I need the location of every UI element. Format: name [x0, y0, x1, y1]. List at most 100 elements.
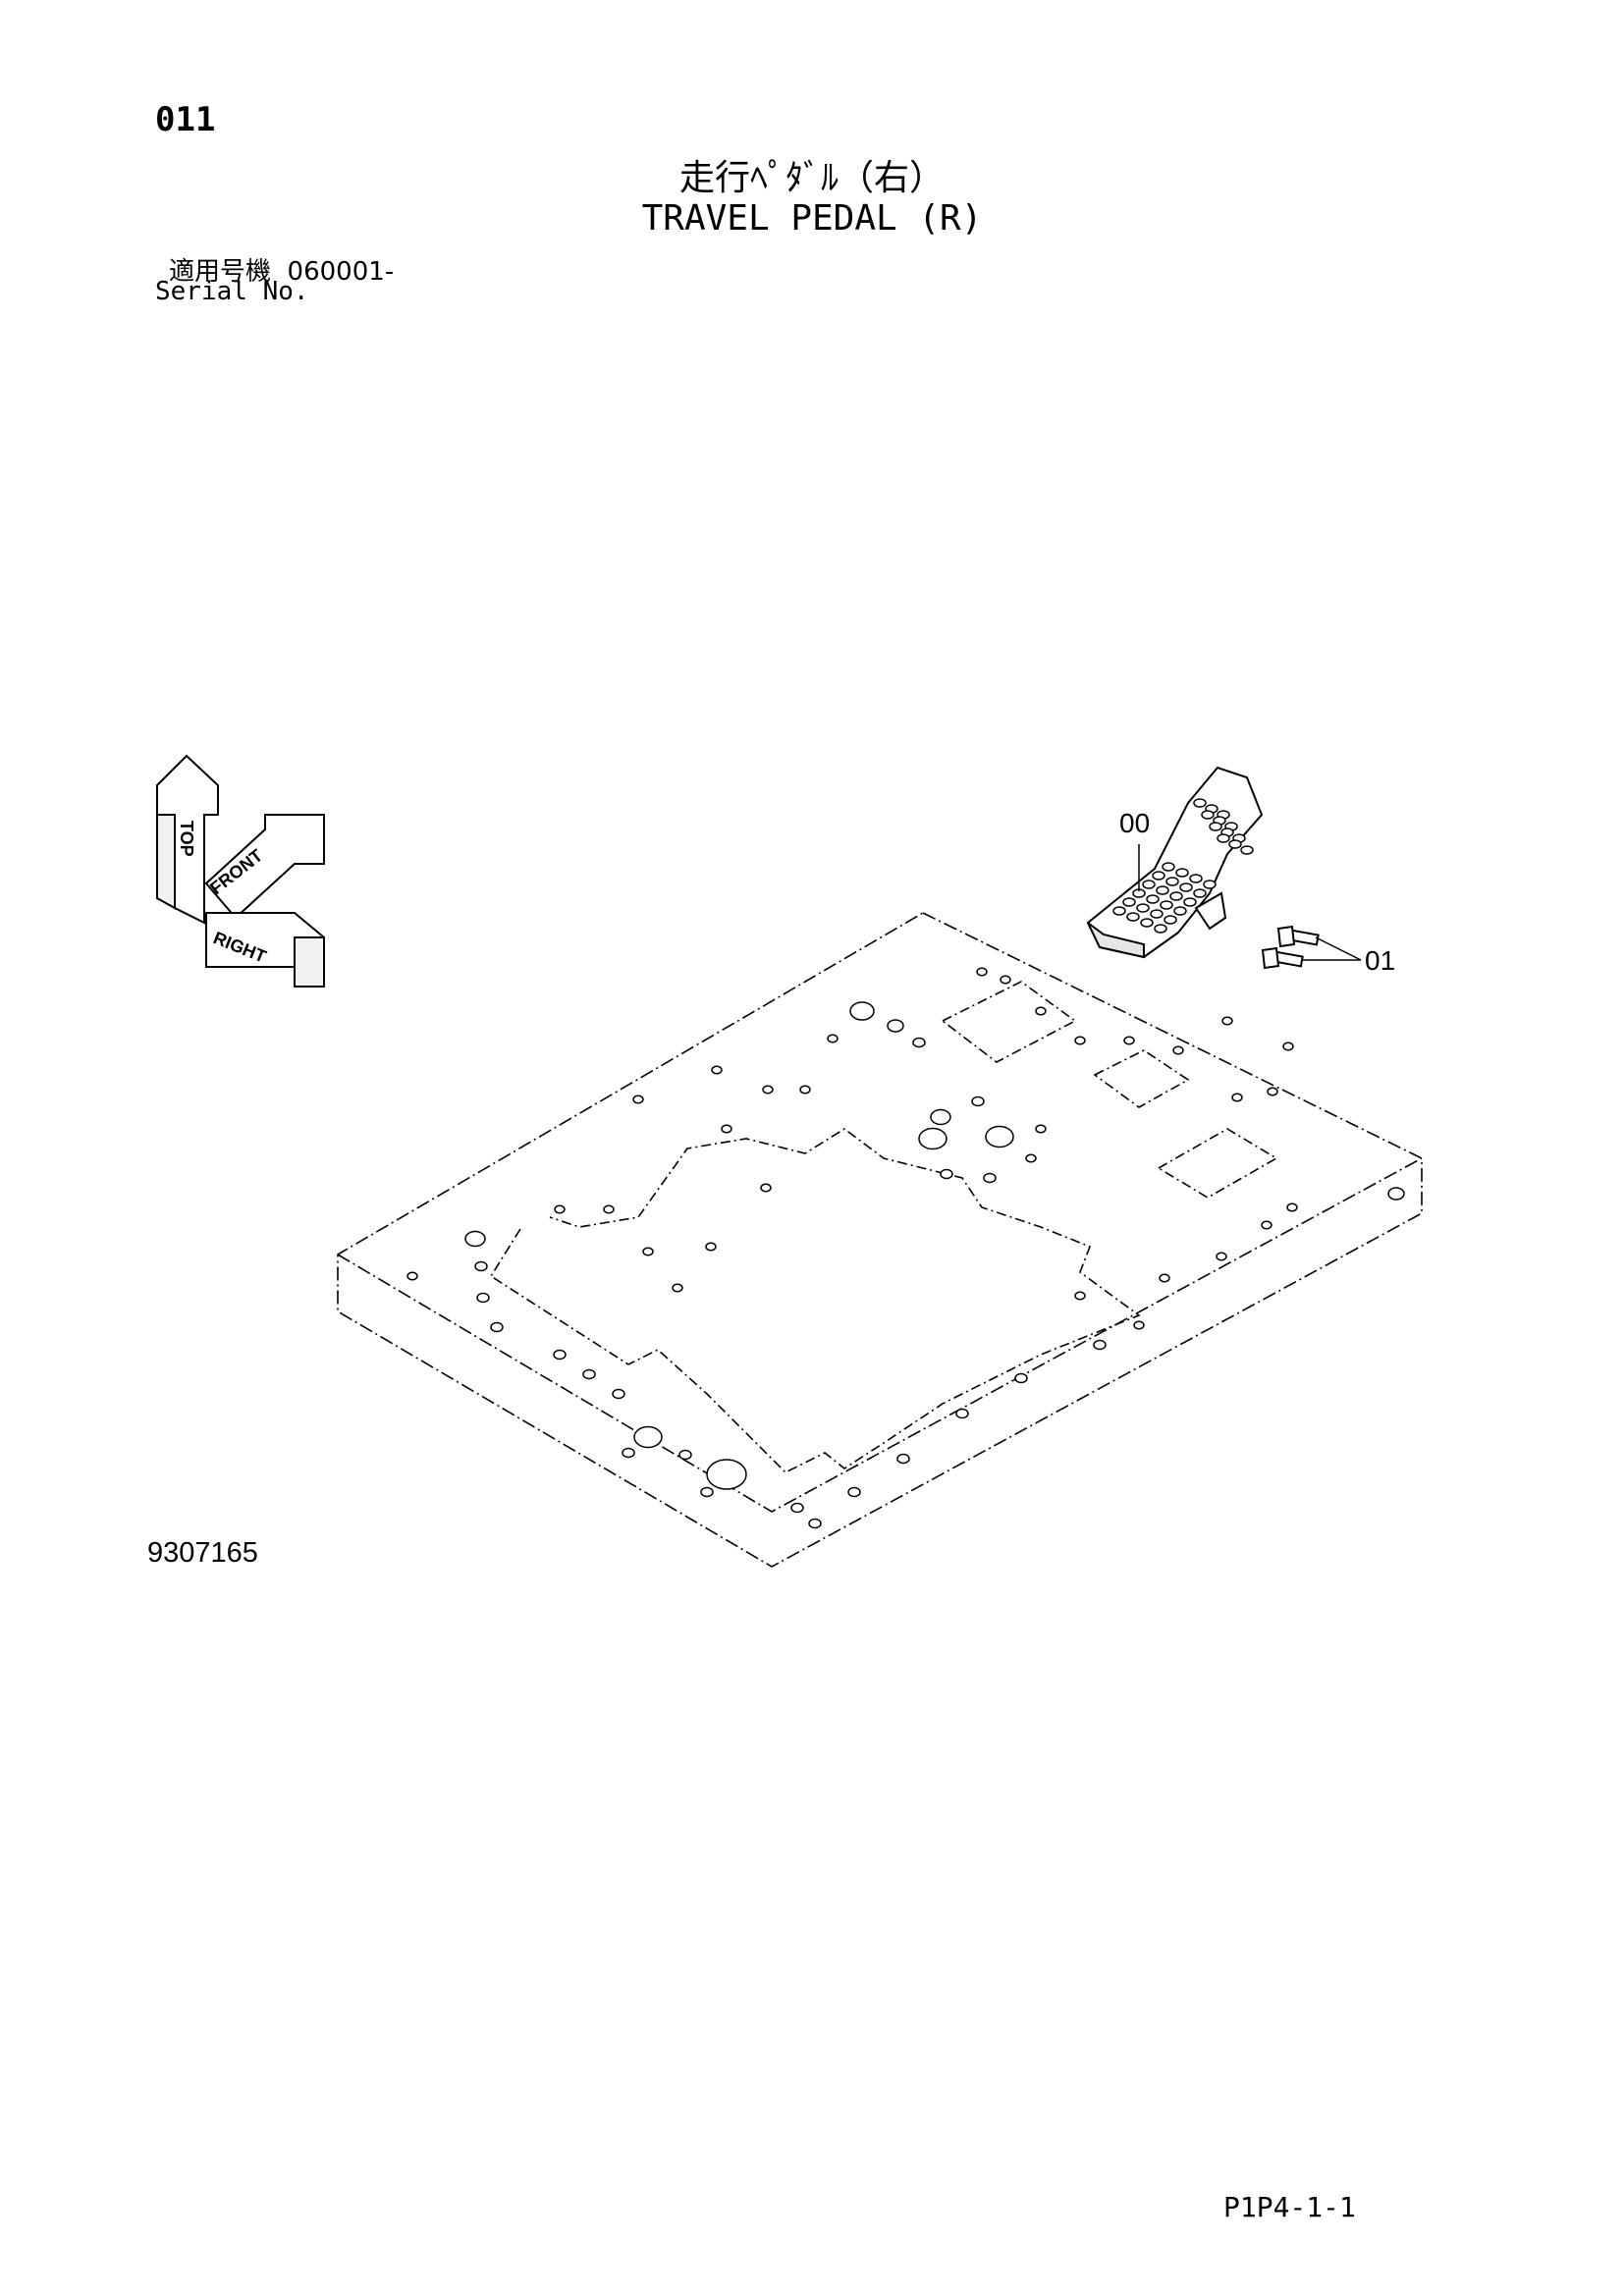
pedal-tread-pad	[1154, 924, 1167, 934]
floor-holes	[406, 967, 1405, 1529]
floor-hole	[1267, 1087, 1278, 1096]
pedal-tread-pad	[1175, 868, 1189, 878]
pedal-tread-pad	[1146, 894, 1160, 904]
floor-hole	[887, 1019, 904, 1033]
floor-hole	[612, 1388, 625, 1400]
callout-bolts: 01	[1365, 945, 1395, 976]
floor-hole	[1123, 1036, 1135, 1045]
pedal-tread-pad	[1164, 915, 1177, 925]
title-japanese: 走行ﾍﾟﾀﾞﾙ（右）	[678, 158, 945, 198]
pedal-tread-pad	[1122, 897, 1136, 907]
floor-hole	[760, 1183, 772, 1193]
pedal-tread-pad	[1201, 810, 1215, 820]
floor-hole	[985, 1125, 1014, 1148]
floor-hole	[762, 1085, 774, 1095]
serial-value: 060001-	[287, 257, 395, 287]
floor-hole	[622, 1447, 635, 1459]
floor-hole	[1000, 975, 1011, 985]
pedal-tread-pad	[1150, 909, 1164, 919]
floor-hole	[672, 1283, 683, 1293]
floor-hole	[955, 1408, 969, 1419]
pedal-tread-pad	[1162, 862, 1175, 872]
floor-hole	[971, 1095, 985, 1107]
pedal-tread-pad	[1209, 822, 1222, 831]
floor-hole	[1216, 1252, 1227, 1261]
floor-hole	[464, 1230, 486, 1248]
floor-hole	[705, 1242, 717, 1252]
floor-hole	[1286, 1202, 1298, 1212]
floor-hole	[678, 1449, 692, 1461]
bolt	[1261, 946, 1304, 970]
pedal-tread-pad	[1203, 880, 1217, 889]
pedal-body	[1086, 766, 1264, 959]
floor-hole	[406, 1271, 418, 1281]
floor-hole	[1093, 1339, 1107, 1351]
leader-bolt-1	[1315, 936, 1362, 961]
page-number: 011	[155, 100, 216, 139]
floor-plate-edge	[337, 1157, 1423, 1513]
floor-hole	[603, 1204, 615, 1214]
floor-hole	[1261, 1220, 1272, 1230]
pedal-tread-pad	[1165, 877, 1179, 886]
pedal-tread-pad	[1240, 845, 1254, 855]
floor-hole	[808, 1518, 822, 1529]
pedal-bracket	[1194, 891, 1227, 931]
floor-hole	[1159, 1273, 1170, 1283]
floor-hole	[700, 1486, 714, 1498]
floor-hole	[490, 1321, 504, 1333]
floor-cutout-large	[489, 1128, 1141, 1473]
floor-hole	[582, 1368, 596, 1380]
floor-hole	[918, 1127, 947, 1150]
pedal-tread-pad	[1142, 880, 1156, 889]
floor-hole	[827, 1034, 839, 1043]
floor-hole	[1172, 1045, 1184, 1055]
floor-cutout-rect-2	[1093, 1049, 1190, 1108]
pedal-tread-pad	[1152, 871, 1165, 881]
floor-hole	[930, 1108, 951, 1126]
floor-hole	[1074, 1036, 1086, 1045]
pedal-tread-pad	[1140, 918, 1154, 928]
floor-hole	[1025, 1153, 1037, 1163]
pedal-tread-pad	[1183, 897, 1197, 907]
floor-hole	[976, 967, 988, 977]
floor-hole	[849, 1001, 875, 1021]
floor-hole	[706, 1459, 747, 1490]
pedal-tread-pad	[1217, 833, 1230, 843]
floor-hole	[554, 1204, 566, 1214]
pedal-tread-pad	[1136, 903, 1150, 913]
floor-cutout-rect-1	[941, 981, 1077, 1063]
pedal-tread-pads	[1112, 798, 1254, 934]
front-arrow	[204, 814, 325, 920]
floor-plate-outline	[337, 912, 1423, 1568]
floor-hole	[896, 1453, 910, 1465]
floor-hole	[1035, 1006, 1047, 1016]
pedal-tread-pad	[1189, 874, 1203, 883]
page-code: P1P4-1-1	[1223, 2191, 1356, 2223]
drawing-number: 9307165	[147, 1537, 258, 1569]
pedal-tread-pad	[1126, 912, 1140, 922]
bolts	[1261, 925, 1320, 970]
floor-plate	[337, 912, 1423, 1568]
floor-hole	[983, 1172, 997, 1184]
floor-hole	[1282, 1041, 1294, 1051]
pedal-tread-pad	[1169, 891, 1183, 901]
floor-hole	[1035, 1124, 1047, 1134]
pedal-tread-pad	[1228, 839, 1242, 849]
floor-hole	[1387, 1187, 1405, 1201]
floor-hole	[1074, 1291, 1086, 1301]
floor-hole	[790, 1502, 804, 1514]
serial-label-english: Serial No.	[155, 277, 309, 306]
floor-hole	[633, 1425, 663, 1449]
floor-hole	[632, 1095, 644, 1104]
serial-label-jp: 適用号機	[169, 257, 272, 287]
floor-hole	[847, 1486, 861, 1498]
floor-hole	[940, 1168, 953, 1180]
floor-hole	[912, 1037, 926, 1048]
pedal-tread-pad	[1160, 900, 1173, 910]
floor-hole	[1231, 1093, 1243, 1102]
floor-hole	[1221, 1016, 1233, 1026]
serial-label-japanese: 適用号機 060001-	[169, 251, 394, 288]
bolt	[1276, 925, 1320, 948]
title-english: TRAVEL PEDAL (R)	[641, 198, 983, 239]
